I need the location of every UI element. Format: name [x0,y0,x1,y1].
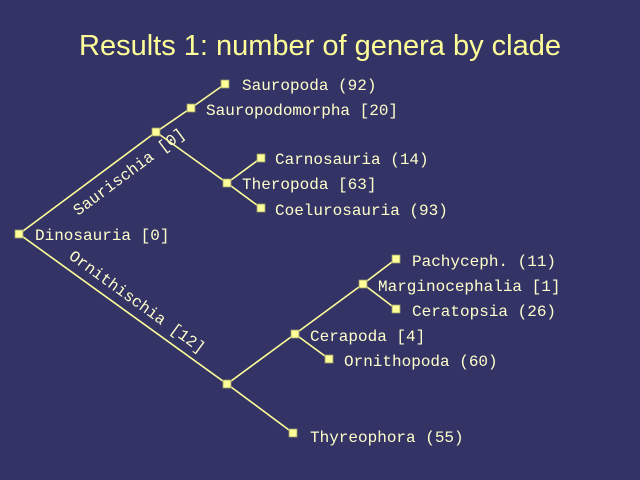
edge-dinosauria-saurischia [18,131,157,235]
label-theropoda: Theropoda [63] [242,176,376,194]
node-theropoda [222,178,232,188]
edge-ornithischia-cerapoda [226,333,296,385]
label-pachyceph: Pachyceph. (11) [412,253,556,271]
edge-saurischia-sauropodomorpha [155,107,192,133]
branch-label-ornithischia: Ornithischia [12] [65,247,208,357]
node-pachyceph [391,254,401,264]
label-cerapoda: Cerapoda [4] [310,328,425,346]
node-cerapoda [290,329,300,339]
node-marginocephalia [358,279,368,289]
label-thyreophora: Thyreophora (55) [310,429,464,447]
edge-marginocephalia-ceratopsia [362,283,397,310]
tree-edges [18,83,397,434]
edge-dinosauria-ornithischia [18,233,228,385]
edge-theropoda-coelurosauria [226,182,262,209]
edge-cerapoda-marginocephalia [294,283,364,335]
label-sauropodomorpha: Sauropodomorpha [20] [206,102,398,120]
edge-cerapoda-ornithopoda [294,333,330,360]
label-ceratopsia: Ceratopsia (26) [412,303,556,321]
node-thyreophora [288,428,298,438]
node-ornithischia [222,379,232,389]
edge-theropoda-carnosauria [226,157,262,184]
node-ornithopoda [324,354,334,364]
label-ornithopoda: Ornithopoda (60) [344,353,498,371]
node-sauropoda [220,79,230,89]
label-coelurosauria: Coelurosauria (93) [275,202,448,220]
label-sauropoda: Sauropoda (92) [242,77,376,95]
node-ceratopsia [391,304,401,314]
node-coelurosauria [256,203,266,213]
branch-label-saurischia: Saurischia [0] [70,125,189,220]
slide-title: Results 1: number of genera by clade [79,30,561,62]
node-saurischia [151,127,161,137]
label-marginocephalia: Marginocephalia [1] [378,278,560,296]
edge-sauropodomorpha-sauropoda [190,83,226,109]
edge-saurischia-theropoda [155,131,228,184]
label-carnosauria: Carnosauria (14) [275,151,429,169]
edge-marginocephalia-pachyceph [362,258,397,285]
node-dinosauria [14,229,24,239]
node-carnosauria [256,153,266,163]
tree-nodes [14,79,401,438]
node-sauropodomorpha [186,103,196,113]
edge-ornithischia-thyreophora [226,383,294,434]
label-dinosauria: Dinosauria [0] [35,227,169,245]
tree-labels: Sauropoda (92) Sauropodomorpha [20] Carn… [35,77,560,447]
